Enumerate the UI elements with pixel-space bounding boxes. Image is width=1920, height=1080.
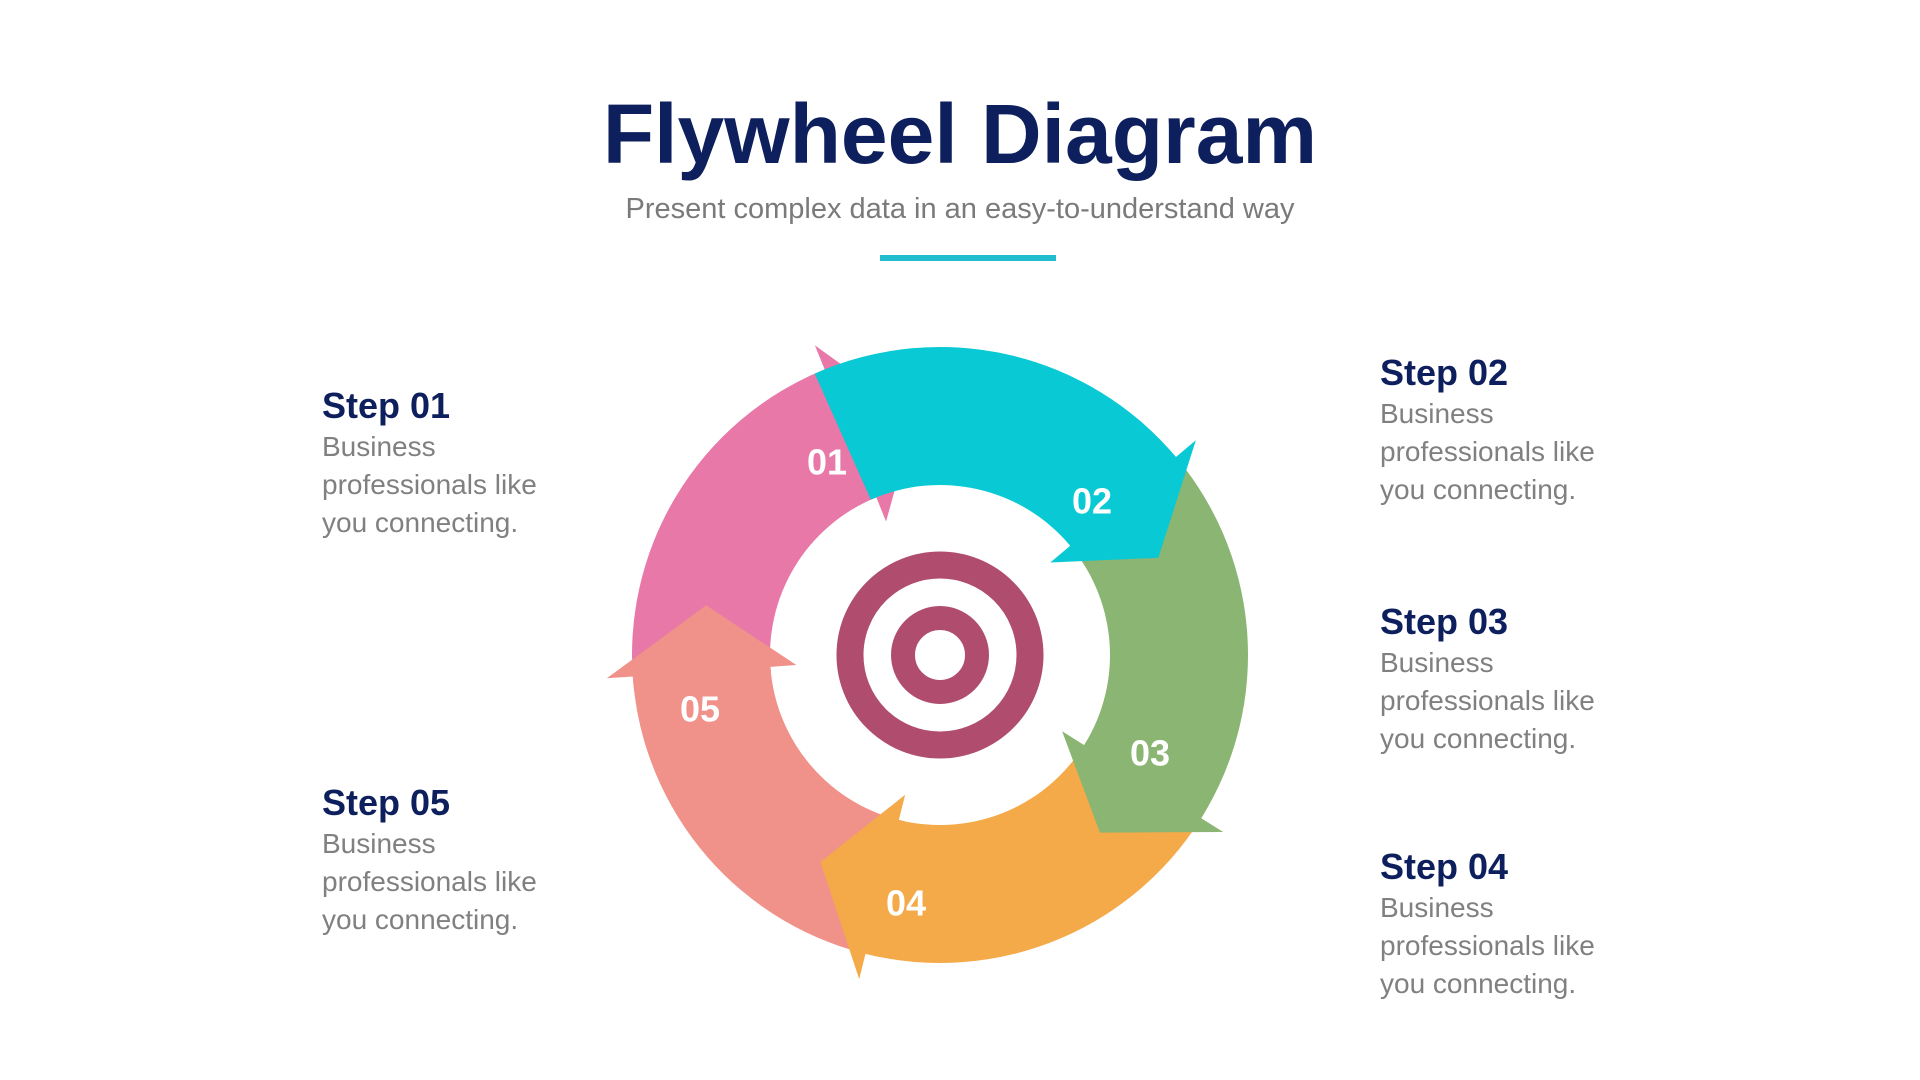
step-04-block: Step 04 Business professionals like you …: [1380, 845, 1640, 1003]
title-underline-divider: [880, 255, 1056, 261]
page-subtitle: Present complex data in an easy-to-under…: [625, 193, 1295, 225]
step-01-desc-line-1: Business: [322, 431, 436, 462]
flywheel-segments: [606, 345, 1248, 980]
flywheel-number-04: 04: [886, 883, 926, 924]
step-02-block: Step 02 Business professionals like you …: [1380, 351, 1640, 509]
step-05-desc-line-1: Business: [322, 828, 436, 859]
step-05-block: Step 05 Business professionals like you …: [322, 781, 582, 939]
step-05-heading: Step 05: [322, 782, 451, 823]
step-01-block: Step 01 Business professionals like you …: [322, 384, 582, 542]
page-title: Flywheel Diagram: [602, 87, 1318, 181]
step-04-desc-line-3: you connecting.: [1380, 968, 1577, 999]
step-01-heading: Step 01: [322, 385, 451, 426]
target-icon: [836, 551, 1044, 759]
step-02-heading: Step 02: [1380, 352, 1509, 393]
step-03-desc-line-1: Business: [1380, 647, 1494, 678]
step-05-desc-line-2: professionals like: [322, 866, 537, 897]
flywheel-labels: 05 04 03 02 01: [680, 442, 1170, 924]
step-05-desc-line-3: you connecting.: [322, 904, 519, 935]
step-02-desc-line-2: professionals like: [1380, 436, 1595, 467]
step-01-desc-line-2: professionals like: [322, 469, 537, 500]
step-04-desc-line-2: professionals like: [1380, 930, 1595, 961]
flywheel-arrow-01: [814, 346, 1196, 563]
step-02-desc-line-1: Business: [1380, 398, 1494, 429]
step-03-desc-line-2: professionals like: [1380, 685, 1595, 716]
step-02-desc-line-3: you connecting.: [1380, 474, 1577, 505]
flywheel-number-02: 02: [1072, 481, 1112, 522]
step-04-heading: Step 04: [1380, 846, 1509, 887]
step-01-desc-line-3: you connecting.: [322, 507, 519, 538]
step-03-heading: Step 03: [1380, 601, 1509, 642]
step-04-desc-line-1: Business: [1380, 892, 1494, 923]
flywheel-number-05: 05: [680, 689, 720, 730]
flywheel-number-03: 03: [1130, 733, 1170, 774]
step-03-block: Step 03 Business professionals like you …: [1380, 600, 1640, 758]
step-03-desc-line-3: you connecting.: [1380, 723, 1577, 754]
flywheel-number-01: 01: [807, 442, 847, 483]
